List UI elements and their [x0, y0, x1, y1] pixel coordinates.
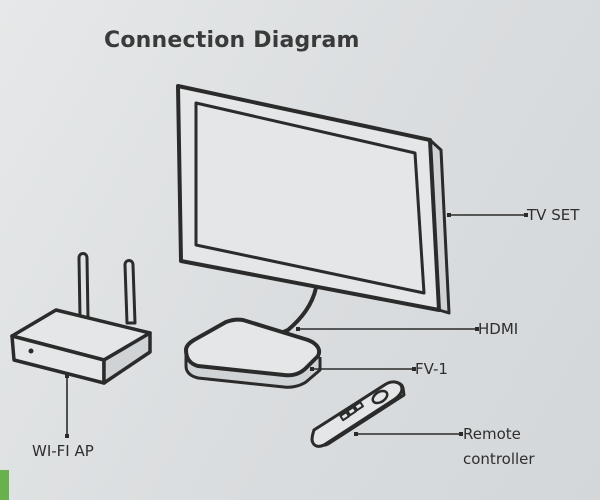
fv1-box-icon	[184, 317, 322, 389]
fv1-label: FV-1	[415, 360, 448, 378]
hdmi-label: HDMI	[478, 320, 519, 338]
diagram-title: Connection Diagram	[104, 28, 360, 53]
remote-controller-label-line1: Remote	[463, 425, 521, 443]
remote-controller-icon	[310, 380, 406, 448]
wifi-router-icon	[10, 252, 152, 385]
hdmi-cable-icon	[268, 286, 318, 340]
green-accent-strip	[0, 470, 9, 500]
leader-lines	[66, 214, 525, 436]
remote-controller-label-line2: controller	[463, 450, 535, 468]
wifi-ap-label: WI-FI AP	[32, 442, 94, 460]
tv-set-label: TV SET	[527, 206, 580, 224]
tv-set-icon	[176, 84, 451, 315]
